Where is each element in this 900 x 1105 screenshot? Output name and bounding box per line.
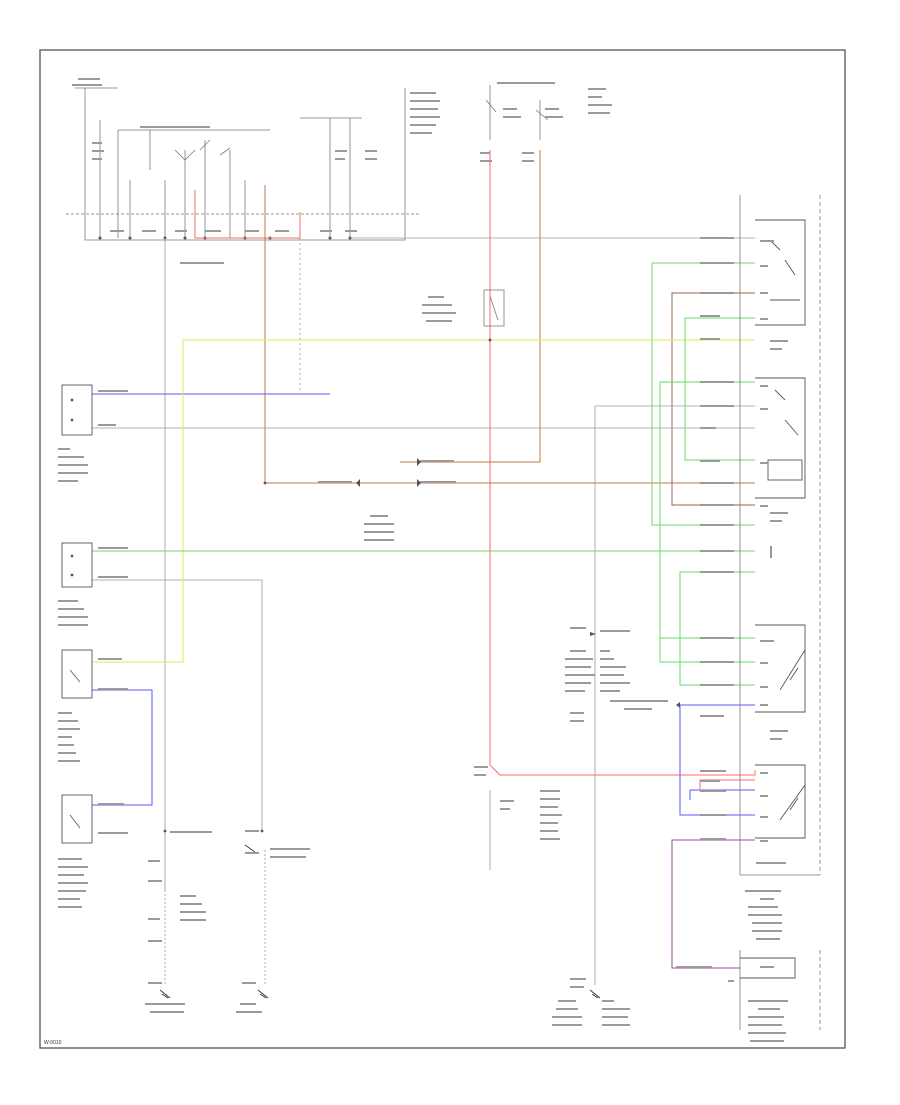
label-marks-center xyxy=(145,460,456,1013)
control-module-box xyxy=(740,957,796,979)
wire-orange-left xyxy=(264,185,755,484)
motor-icon xyxy=(755,764,806,839)
sensor-box-1 xyxy=(61,384,93,436)
label-marks-top-center xyxy=(480,82,612,162)
relay-icon xyxy=(483,289,505,327)
relay-icon xyxy=(755,377,806,499)
wire-blue-left xyxy=(92,689,153,806)
wire-blue-right xyxy=(679,704,755,816)
diagram-frame xyxy=(39,49,846,1049)
left-components xyxy=(61,384,93,844)
ground-icon xyxy=(589,989,601,999)
ground-icon xyxy=(244,844,256,853)
right-module xyxy=(739,195,821,1030)
switch-icon xyxy=(69,669,81,829)
reference-code: W-0010 xyxy=(44,1040,62,1046)
wire-purple xyxy=(671,839,755,969)
ground-icon xyxy=(257,989,269,999)
fuse-relay-box xyxy=(66,87,420,241)
switch-box-2 xyxy=(61,794,93,844)
sensor-box-2 xyxy=(61,542,93,588)
wire-red-main xyxy=(489,150,756,776)
wire-green-right-4 xyxy=(679,571,755,686)
wire-orange-center xyxy=(400,150,541,463)
label-marks-left xyxy=(58,390,128,908)
wires-gray xyxy=(92,237,755,985)
wire-green-right-1 xyxy=(651,262,755,526)
ground-icon xyxy=(159,989,171,999)
wire-dark-orange-right xyxy=(671,292,755,506)
motor-icon xyxy=(755,624,806,713)
wire-yellow-green xyxy=(92,339,755,663)
switch-icon xyxy=(485,85,549,140)
label-marks-module xyxy=(474,627,668,1026)
connector-marks xyxy=(163,338,680,833)
label-marks-top-left xyxy=(72,78,440,264)
wire-red-jumper xyxy=(194,190,301,239)
wire-blue-right-2 xyxy=(689,789,755,800)
switch-box-1 xyxy=(61,649,93,699)
left-component-terminals xyxy=(70,398,74,577)
wire-green-right-3 xyxy=(659,381,755,663)
relay-icon xyxy=(755,219,806,326)
label-marks-center-relay xyxy=(422,296,456,322)
relay-icon xyxy=(174,139,231,161)
label-marks-right xyxy=(676,237,788,1042)
